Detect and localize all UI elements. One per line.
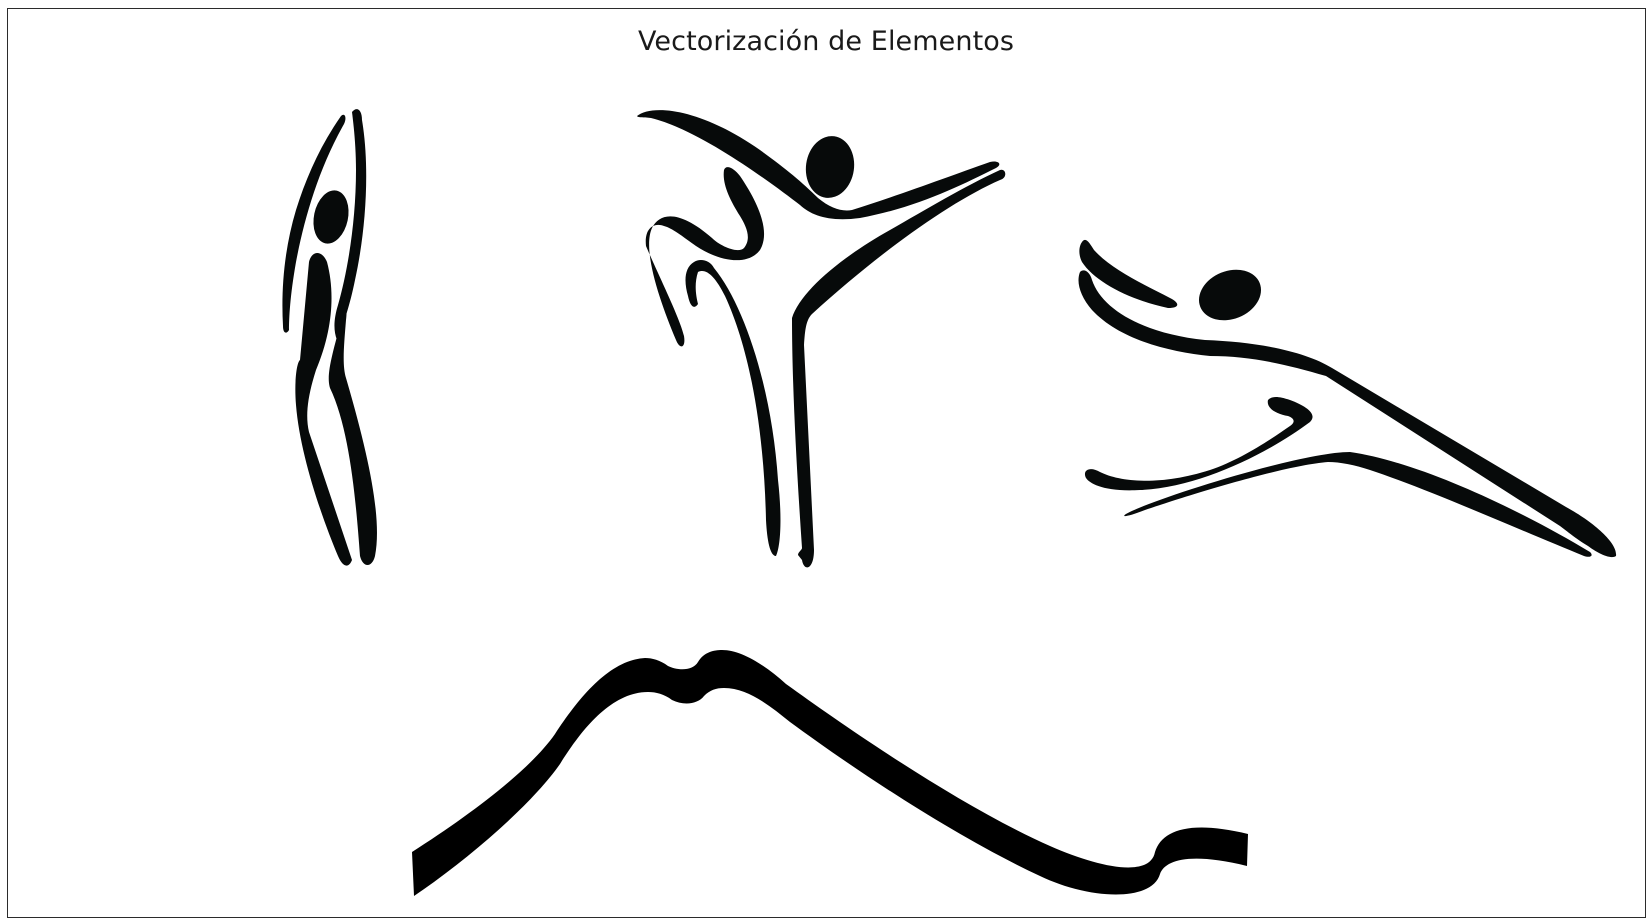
figure-standing-icon — [282, 109, 377, 566]
mountain-brushstroke-icon — [412, 650, 1248, 896]
figure-kick-icon — [637, 110, 1006, 568]
page-title: Vectorización de Elementos — [637, 26, 1015, 57]
figure-dive-icon — [1078, 239, 1617, 558]
